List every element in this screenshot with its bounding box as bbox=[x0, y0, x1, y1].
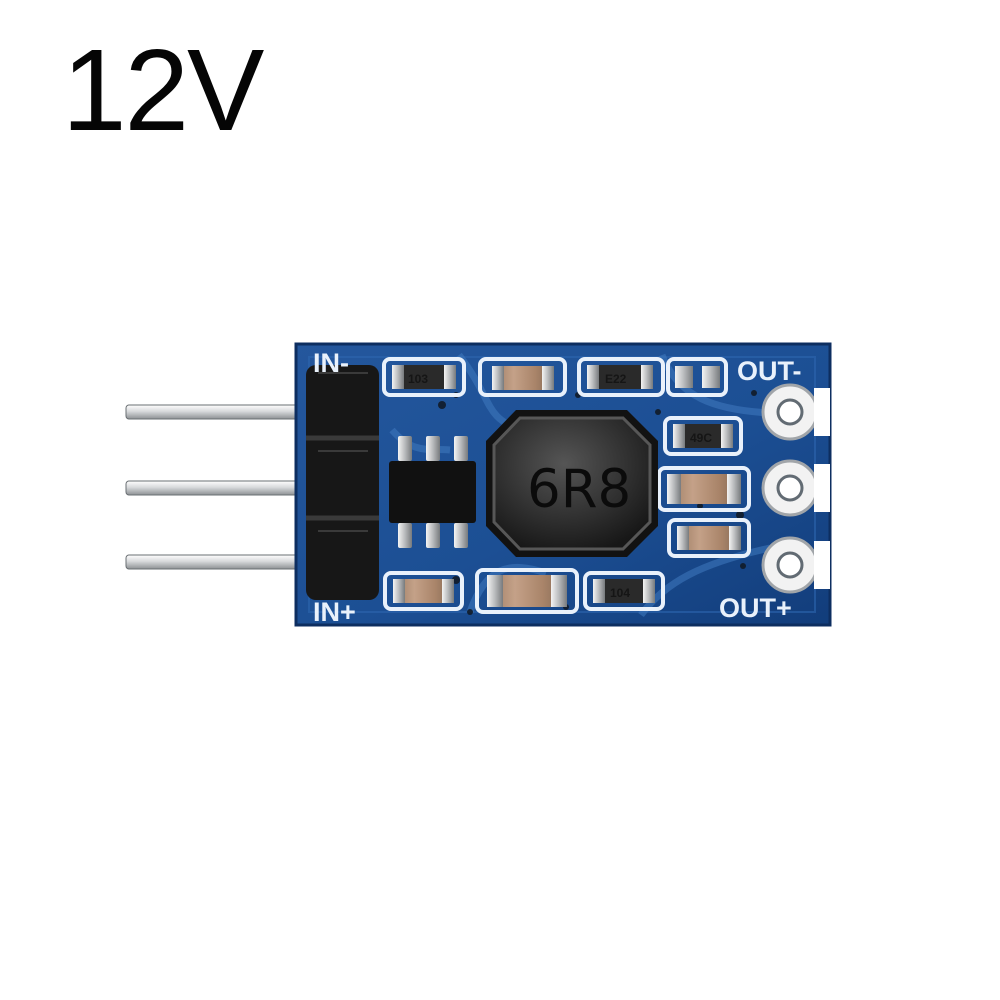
label-in-plus: IN+ bbox=[313, 597, 356, 627]
pin-center bbox=[125, 480, 317, 496]
silkscreen-labels: IN- IN+ OUT- OUT+ bbox=[313, 348, 802, 627]
black-pin-header bbox=[306, 365, 379, 600]
voltage-title: 12V bbox=[62, 25, 264, 155]
header-pins bbox=[125, 404, 317, 570]
pin-in-minus bbox=[125, 404, 317, 420]
surface-mount-components: 103 E22 49C bbox=[392, 365, 741, 607]
output-solder-pads bbox=[761, 383, 830, 594]
label-out-minus: OUT- bbox=[737, 356, 802, 386]
pin-in-plus bbox=[125, 554, 317, 570]
inductor-label: 6R8 bbox=[527, 459, 631, 520]
label-in-minus: IN- bbox=[313, 348, 349, 378]
inductor-6r8: 6R8 bbox=[486, 410, 658, 557]
resistor-103-label: 103 bbox=[408, 372, 428, 386]
resistor-e22-label: E22 bbox=[605, 372, 627, 386]
resistor-104-label: 104 bbox=[610, 586, 630, 600]
smd-outlines bbox=[382, 357, 751, 614]
resistor-49c-label: 49C bbox=[690, 431, 712, 445]
label-out-plus: OUT+ bbox=[719, 593, 792, 623]
boost-ic bbox=[389, 436, 476, 548]
